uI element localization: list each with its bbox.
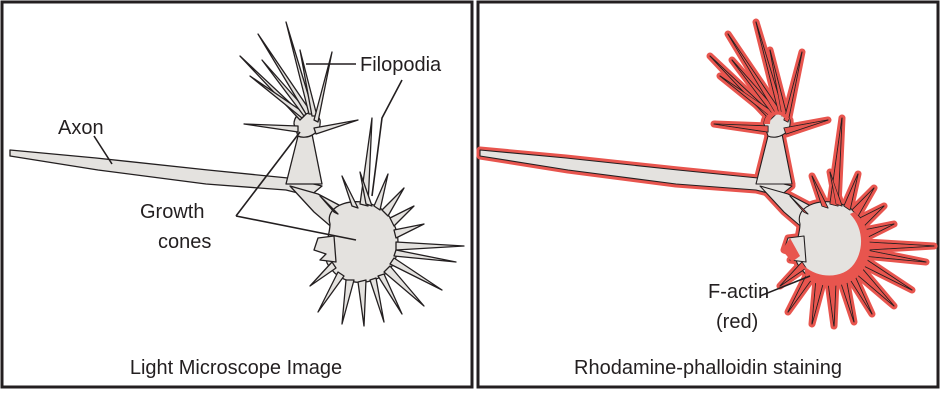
growth-cones-label-line2: cones [158,231,211,253]
axon-label: Axon [58,117,104,139]
factin-label-line2: (red) [716,311,758,333]
growth-cones-label-line1: Growth [140,201,204,223]
right-panel-caption: Rhodamine-phalloidin staining [574,357,842,379]
left-panel-caption: Light Microscope Image [130,357,342,379]
right-panel: F-actin (red) Rhodamine-phalloidin stain… [478,2,938,387]
filopodia-label: Filopodia [360,54,442,76]
factin-label-line1: F-actin [708,281,769,303]
left-panel: Axon Filopodia Growth cones Light Micros… [2,2,472,387]
